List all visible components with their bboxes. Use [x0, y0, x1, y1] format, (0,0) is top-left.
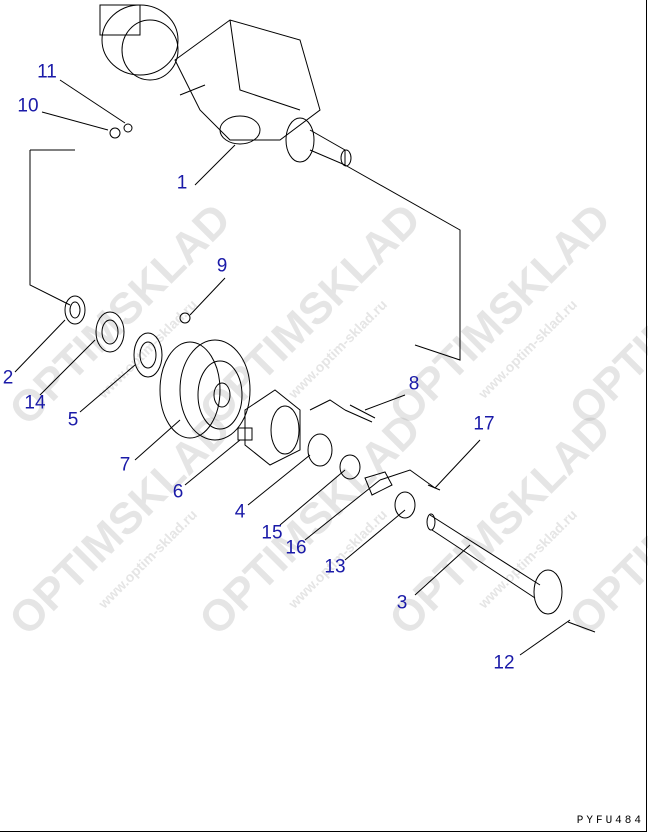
callout-5[interactable]: 5: [67, 409, 79, 431]
callout-2[interactable]: 2: [2, 367, 14, 389]
callout-16[interactable]: 16: [285, 537, 307, 559]
bearing-4: [307, 433, 333, 467]
washer-11: [123, 123, 133, 133]
lock-13: [394, 491, 416, 519]
hub-6: [237, 389, 301, 466]
bearing-5: [133, 332, 163, 378]
axle-housing: [99, 4, 352, 167]
brake-drum-7: [159, 339, 251, 441]
leader-lines: [14, 79, 571, 656]
callout-14[interactable]: 14: [24, 392, 46, 414]
drawing-code: PYFU484: [576, 815, 644, 827]
callout-1[interactable]: 1: [176, 172, 188, 194]
callout-10[interactable]: 10: [17, 95, 39, 117]
callout-8[interactable]: 8: [408, 373, 420, 395]
callout-13[interactable]: 13: [324, 556, 346, 578]
callout-11[interactable]: 11: [37, 61, 57, 83]
seal-2: [64, 295, 86, 325]
washer-15: [339, 454, 361, 480]
screw-17: [427, 484, 441, 491]
nut-9: [179, 312, 191, 324]
callout-12[interactable]: 12: [493, 652, 515, 674]
callout-3[interactable]: 3: [396, 592, 408, 614]
callout-6[interactable]: 6: [172, 481, 184, 503]
sensor-8: [344, 404, 376, 423]
callout-4[interactable]: 4: [234, 501, 246, 523]
ring-14: [95, 311, 125, 353]
callout-9[interactable]: 9: [216, 255, 228, 277]
callout-7[interactable]: 7: [119, 454, 131, 476]
nut-16: [364, 471, 393, 496]
bolt-10: [109, 127, 121, 139]
callout-17[interactable]: 17: [473, 413, 495, 435]
callout-15[interactable]: 15: [261, 522, 283, 544]
axle-shaft-3: [426, 513, 596, 633]
